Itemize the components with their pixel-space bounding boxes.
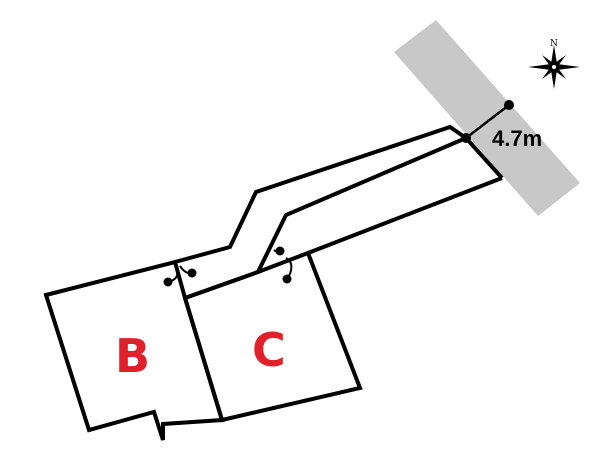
utility-marker-b: [163, 263, 197, 287]
access-strip-lower-edge: [307, 176, 503, 255]
lot-c-label: C: [252, 323, 286, 377]
utility-dot: [163, 277, 173, 287]
dimension-endpoint-start: [461, 133, 471, 143]
utility-marker-c: [273, 246, 293, 284]
lot-b-label: B: [115, 329, 150, 383]
road-area: [394, 20, 580, 216]
compass-rose-icon: [528, 45, 580, 89]
road-width-dimension: 4.7m: [461, 100, 542, 151]
dimension-endpoint-end: [504, 100, 514, 110]
access-strip-divider: [184, 135, 504, 300]
utility-dot: [282, 274, 292, 284]
lot-boundaries: [43, 124, 504, 441]
access-strip-upper-edge: [174, 124, 468, 264]
road-width-label: 4.7m: [492, 126, 542, 151]
utility-dot: [187, 268, 197, 278]
utility-dot: [275, 246, 285, 256]
compass-north-label: N: [550, 39, 558, 49]
